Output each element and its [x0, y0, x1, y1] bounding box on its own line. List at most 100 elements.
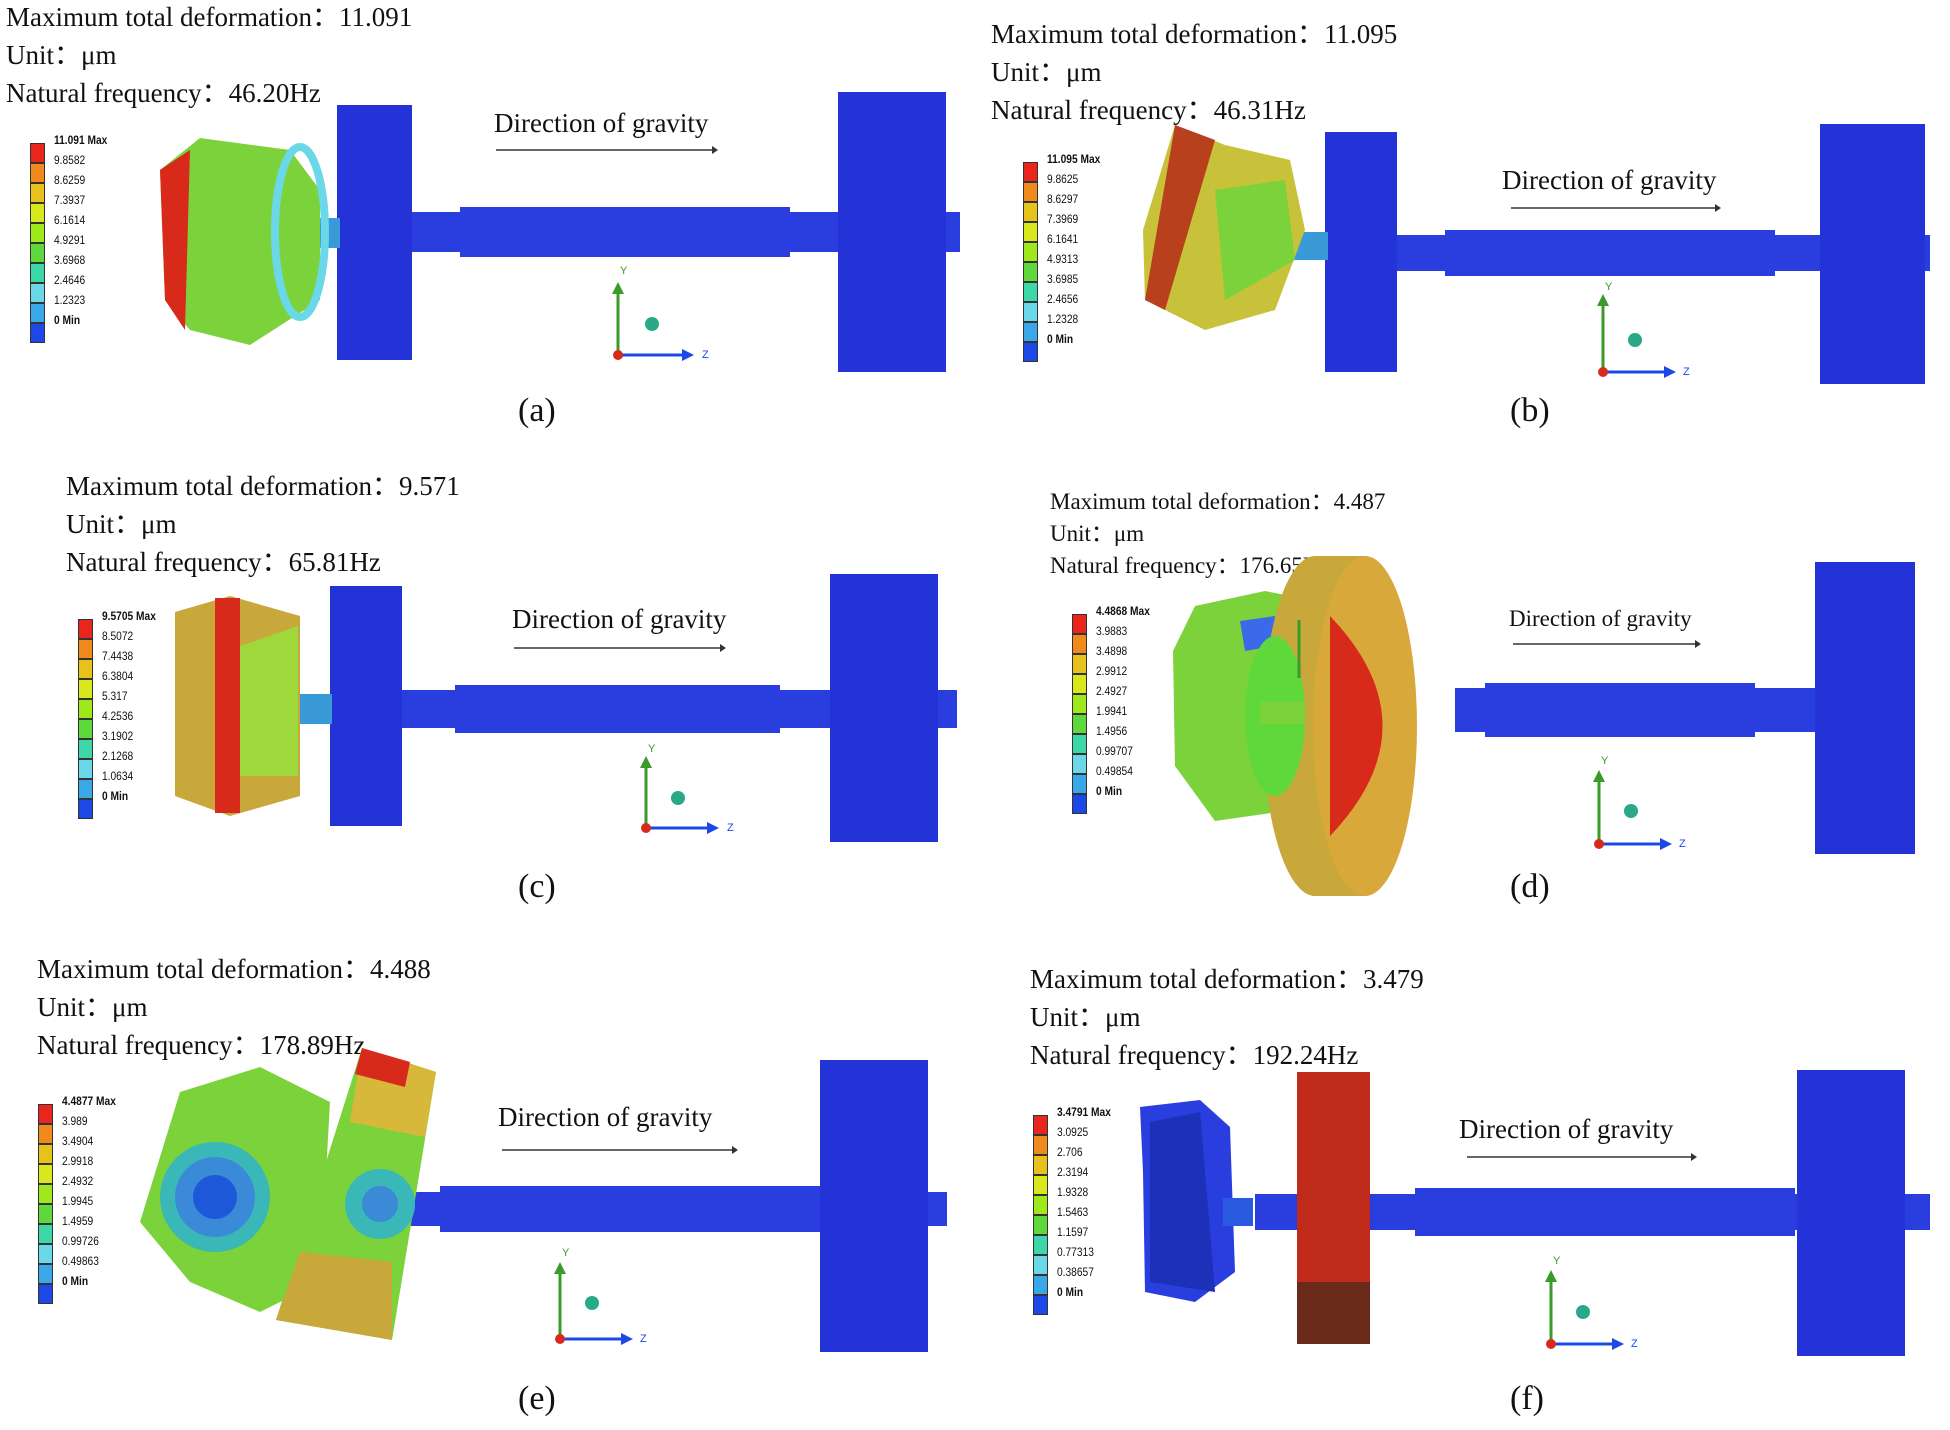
disk-left [330, 586, 402, 826]
legend-swatch [30, 143, 45, 163]
legend-swatch [38, 1284, 53, 1304]
z-axis-arrowhead [707, 822, 719, 834]
y-axis-arrowhead [554, 1262, 566, 1274]
legend-label: 1.9941 [1096, 704, 1128, 718]
panel-caption: (f) [1510, 1380, 1544, 1417]
y-axis-label: Y [620, 265, 628, 277]
z-axis-arrowhead [682, 349, 694, 361]
legend-label: 3.6968 [54, 253, 86, 267]
legend-label: 1.4959 [62, 1214, 94, 1228]
panel-caption: (b) [1510, 392, 1550, 429]
y-axis-arrowhead [640, 756, 652, 768]
legend-swatch [78, 759, 93, 779]
legend-swatch [1023, 282, 1038, 302]
rotor-model: Y Z [160, 92, 960, 372]
legend-label: 1.9328 [1057, 1185, 1089, 1199]
rotor-model: Y Z [1143, 124, 1930, 384]
legend-swatch [1023, 242, 1038, 262]
impeller-inner [240, 626, 298, 776]
z-axis-arrowhead [1612, 1338, 1624, 1350]
view-sphere [645, 317, 659, 331]
legend-swatch [38, 1224, 53, 1244]
legend-swatch [1023, 262, 1038, 282]
gravity-arrowhead [712, 146, 718, 154]
impeller-hub [1260, 702, 1305, 724]
impeller-hub [300, 694, 332, 724]
impeller-hot-edge [160, 150, 190, 330]
legend-label: 8.6259 [54, 173, 86, 187]
y-axis-arrowhead [1597, 294, 1609, 306]
panel-caption: (d) [1510, 868, 1550, 905]
unit-line: Unit：μm [66, 509, 177, 539]
legend-swatch [38, 1144, 53, 1164]
info-block: Maximum total deformation：9.571 Unit：μm … [66, 467, 460, 581]
z-axis-label: Z [640, 1333, 647, 1345]
info-block: Maximum total deformation：11.091 Unit：μm… [6, 0, 412, 112]
info-block: Maximum total deformation：3.479 Unit：μm … [1030, 960, 1424, 1074]
legend-swatch [1072, 734, 1087, 754]
legend-label: 3.4898 [1096, 644, 1128, 658]
legend-label: 2.706 [1057, 1145, 1083, 1159]
legend-label: 9.5705 Max [102, 609, 156, 623]
legend-swatch [78, 779, 93, 799]
gravity-label: Direction of gravity [1502, 165, 1717, 195]
legend-swatch [78, 739, 93, 759]
axis-origin [1598, 367, 1608, 377]
legend-swatch [78, 679, 93, 699]
z-axis-label: Z [1679, 838, 1686, 850]
legend-swatch [30, 223, 45, 243]
gravity-arrowhead [732, 1146, 738, 1154]
shaft-sleeve [440, 1186, 820, 1232]
legend-swatch [1072, 754, 1087, 774]
legend-swatch [1033, 1115, 1048, 1135]
legend-label: 0 Min [54, 313, 81, 327]
y-axis-label: Y [1553, 1255, 1561, 1267]
gravity-label: Direction of gravity [1509, 606, 1692, 631]
legend-label: 4.4868 Max [1096, 604, 1150, 618]
legend-label: 1.9945 [62, 1194, 94, 1208]
legend-label: 2.3194 [1057, 1165, 1089, 1179]
gravity-arrowhead [1691, 1153, 1697, 1161]
panel-a: Maximum total deformation：11.091 Unit：μm… [0, 0, 975, 476]
legend-label: 0 Min [1096, 784, 1123, 798]
disk-right [1820, 124, 1925, 384]
legend-swatch [38, 1244, 53, 1264]
legend-swatch [1033, 1195, 1048, 1215]
legend-label: 3.6985 [1047, 272, 1079, 286]
legend-label: 0 Min [1047, 332, 1074, 346]
panel-caption: (e) [518, 1380, 556, 1417]
legend-label: 7.4438 [102, 649, 134, 663]
legend-label: 1.2323 [54, 293, 86, 307]
legend-swatch [30, 243, 45, 263]
legend-swatch [1072, 674, 1087, 694]
legend-swatch [78, 619, 93, 639]
disk-right [838, 92, 946, 372]
max-deformation-line: Maximum total deformation：11.095 [991, 19, 1398, 49]
shaft-sleeve [455, 685, 780, 733]
legend-swatch [1072, 794, 1087, 814]
disk-left [1325, 132, 1397, 372]
disk-hot-zone [1330, 616, 1383, 836]
legend-label: 0 Min [62, 1274, 89, 1288]
legend-swatch [78, 719, 93, 739]
shaft-sleeve [460, 207, 790, 257]
legend-label: 11.095 Max [1047, 152, 1101, 166]
legend-label: 2.1268 [102, 749, 134, 763]
legend-label: 6.1641 [1047, 232, 1079, 246]
shaft-sleeve [1485, 683, 1755, 737]
legend-swatch [1023, 202, 1038, 222]
legend-swatch [1023, 182, 1038, 202]
z-axis-label: Z [1683, 366, 1690, 378]
y-axis-label: Y [1601, 755, 1609, 767]
disk-left-shade [1297, 1282, 1370, 1344]
frequency-line: Natural frequency：46.31Hz [991, 95, 1306, 125]
panel-f: Maximum total deformation：3.479 Unit：μm … [975, 952, 1950, 1428]
legend-label: 6.3804 [102, 669, 134, 683]
legend-swatch [30, 303, 45, 323]
axis-origin [641, 823, 651, 833]
legend-swatch [38, 1104, 53, 1124]
panel-caption: (a) [518, 392, 556, 429]
disk-left [337, 105, 412, 360]
legend-label: 11.091 Max [54, 133, 108, 147]
z-axis-arrowhead [621, 1333, 633, 1345]
